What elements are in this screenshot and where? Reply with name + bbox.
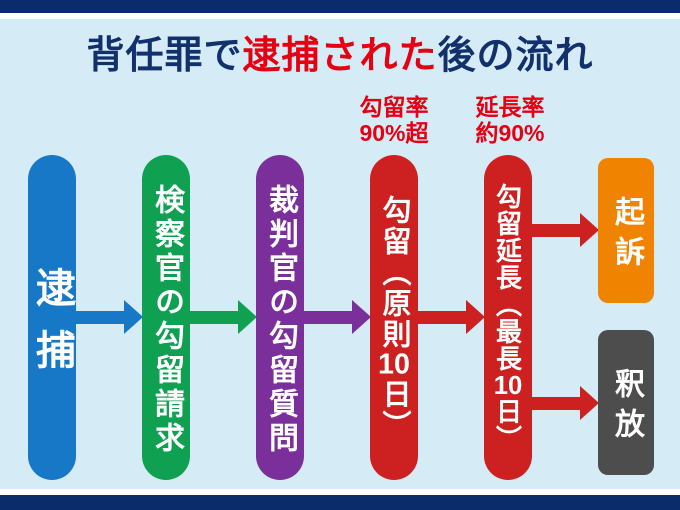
step-extension-label: 勾留延長（最長10日） [490, 183, 527, 452]
annotation-extension-rate: 延長率 約90% [452, 94, 568, 147]
label-part: 勾留（原則 [378, 194, 410, 350]
arrow-head [238, 300, 257, 334]
arrow-head [466, 300, 485, 334]
flow-arrow-icon [76, 300, 143, 334]
title-text: 後の流れ [437, 35, 594, 77]
arrow-head [580, 213, 599, 247]
step-judge-detention-question: 裁判官の勾留質問 [256, 155, 304, 480]
outcome-indictment-label: 起訴 [610, 195, 643, 276]
annotation-detention-rate: 勾留率 90%超 [336, 94, 452, 147]
annotation-line: 勾留率 [359, 94, 429, 120]
step-prosecutor-detention-request: 検察官の勾留請求 [142, 155, 190, 480]
arrow-head [124, 300, 143, 334]
annotation-line: 延長率 [475, 94, 545, 120]
arrow-shaft [190, 310, 238, 324]
step-judge-label: 裁判官の勾留質問 [264, 183, 297, 456]
arrow-shaft [304, 310, 352, 324]
title-highlight: 逮捕された [242, 35, 438, 77]
step-detention: 勾留（原則10日） [370, 155, 418, 480]
title-text: 背任罪で [86, 35, 243, 77]
arrow-shaft [418, 310, 466, 324]
arrow-shaft [76, 310, 124, 324]
annotation-line: 約90% [475, 120, 545, 147]
step-arrest-label: 逮捕 [30, 266, 74, 391]
branch-arrow-release-icon [532, 386, 599, 420]
step-prosecutor-label: 検察官の勾留請求 [150, 183, 183, 456]
outcome-release: 釈放 [598, 330, 654, 475]
label-part: 日） [378, 378, 410, 441]
arrow-head [580, 386, 599, 420]
annotation-line: 90%超 [359, 120, 429, 147]
step-detention-label: 勾留（原則10日） [373, 195, 415, 441]
branch-arrow-indictment-icon [532, 213, 599, 247]
page-title: 背任罪で逮捕された後の流れ [0, 24, 680, 79]
arrow-shaft [532, 396, 580, 410]
label-number: 10 [493, 372, 523, 398]
label-part: 勾留延長（最長 [492, 183, 523, 372]
flow-arrow-icon [418, 300, 485, 334]
outcome-release-label: 釈放 [610, 367, 643, 448]
step-arrest: 逮捕 [28, 155, 76, 480]
step-detention-extension: 勾留延長（最長10日） [484, 155, 532, 480]
label-part: 日） [492, 398, 523, 452]
outcome-indictment: 起訴 [598, 158, 654, 303]
arrow-head [352, 300, 371, 334]
label-number: 10 [378, 349, 410, 379]
flow-arrow-icon [304, 300, 371, 334]
top-border [0, 0, 680, 19]
arrow-shaft [532, 223, 580, 237]
flow-arrow-icon [190, 300, 257, 334]
bottom-border [0, 489, 680, 510]
